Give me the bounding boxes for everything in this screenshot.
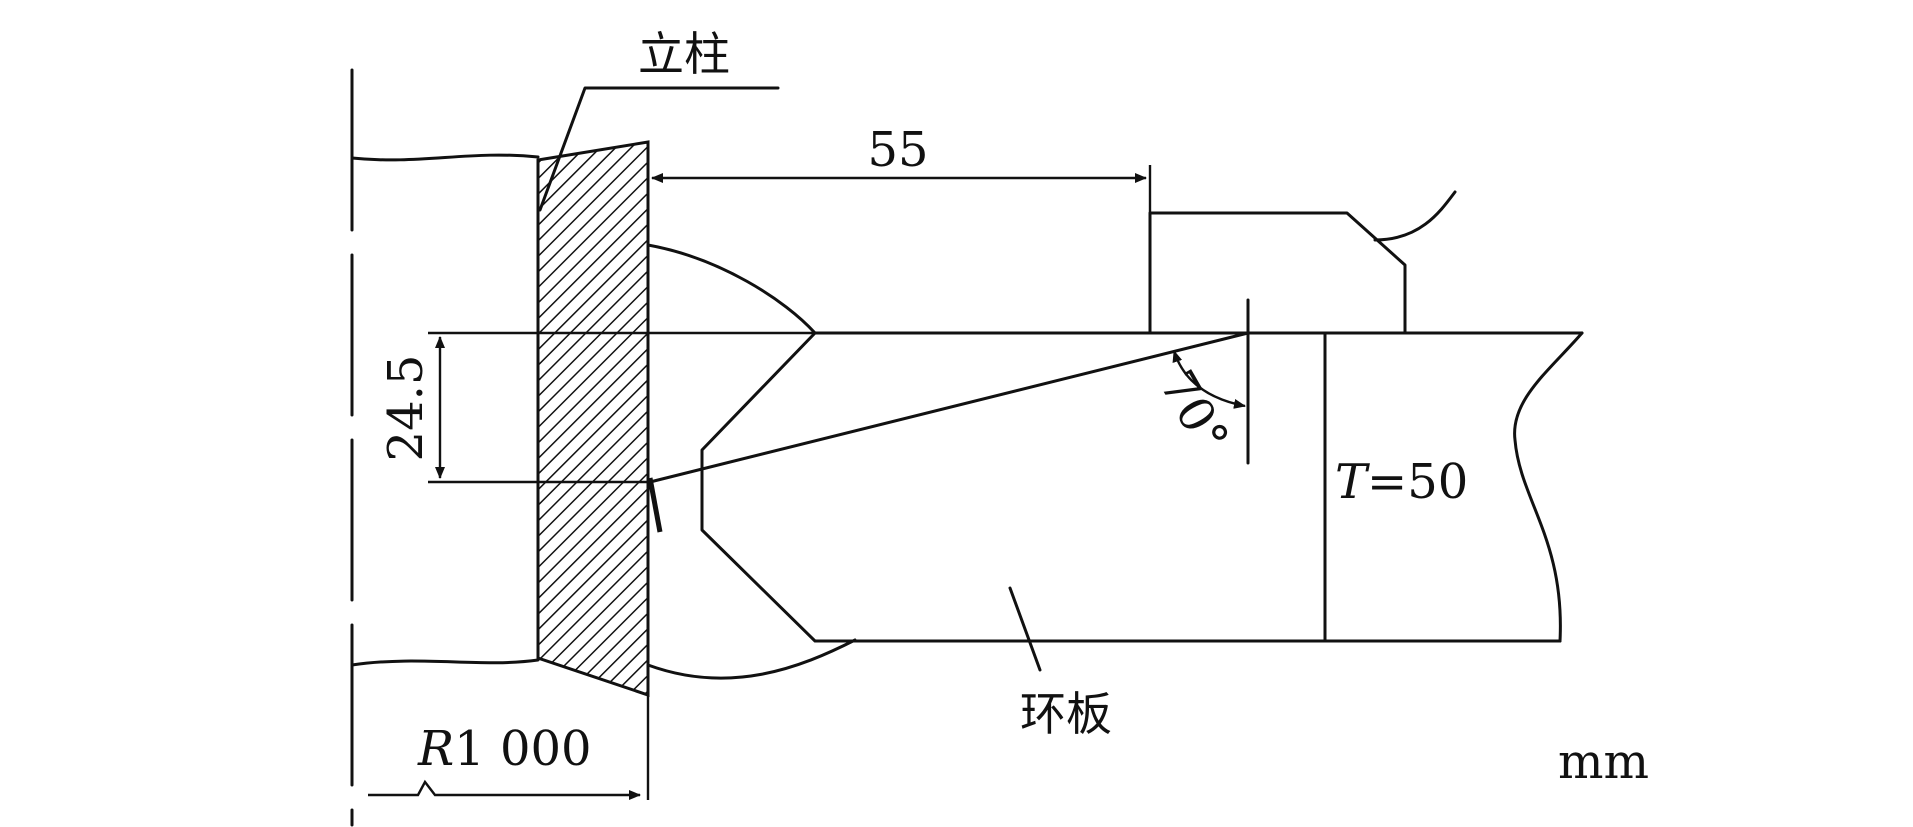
ring-plate-leader xyxy=(1008,586,1042,672)
weld-bead-top xyxy=(646,243,817,335)
ring-plate-break-right xyxy=(1513,331,1584,643)
angle-70-text: 70° xyxy=(1148,361,1239,463)
weld-root-mark xyxy=(647,477,663,533)
column-label: 立柱 xyxy=(638,27,730,81)
weld-bead-bottom xyxy=(646,638,857,680)
column-wall-section xyxy=(536,140,650,698)
clamp-block xyxy=(1148,211,1407,335)
angle-arc xyxy=(1172,350,1246,409)
unit-label: mm xyxy=(1558,734,1649,790)
column-leader xyxy=(538,86,780,212)
dimension-24-5-text: 24.5 xyxy=(378,355,434,462)
column-break-top xyxy=(350,153,540,162)
dimension-55-text: 55 xyxy=(867,122,928,178)
bevel-angle-line xyxy=(648,331,1250,484)
radius-label: R1 000 xyxy=(417,721,592,777)
thickness-label: T=50 xyxy=(1335,454,1468,510)
radius-dimension-line xyxy=(368,779,641,800)
ring-plate-label: 环板 xyxy=(1020,687,1112,741)
clamp-leader xyxy=(1373,190,1457,242)
ring-plate-bevel xyxy=(700,331,1562,643)
column-break-bottom xyxy=(350,658,540,667)
